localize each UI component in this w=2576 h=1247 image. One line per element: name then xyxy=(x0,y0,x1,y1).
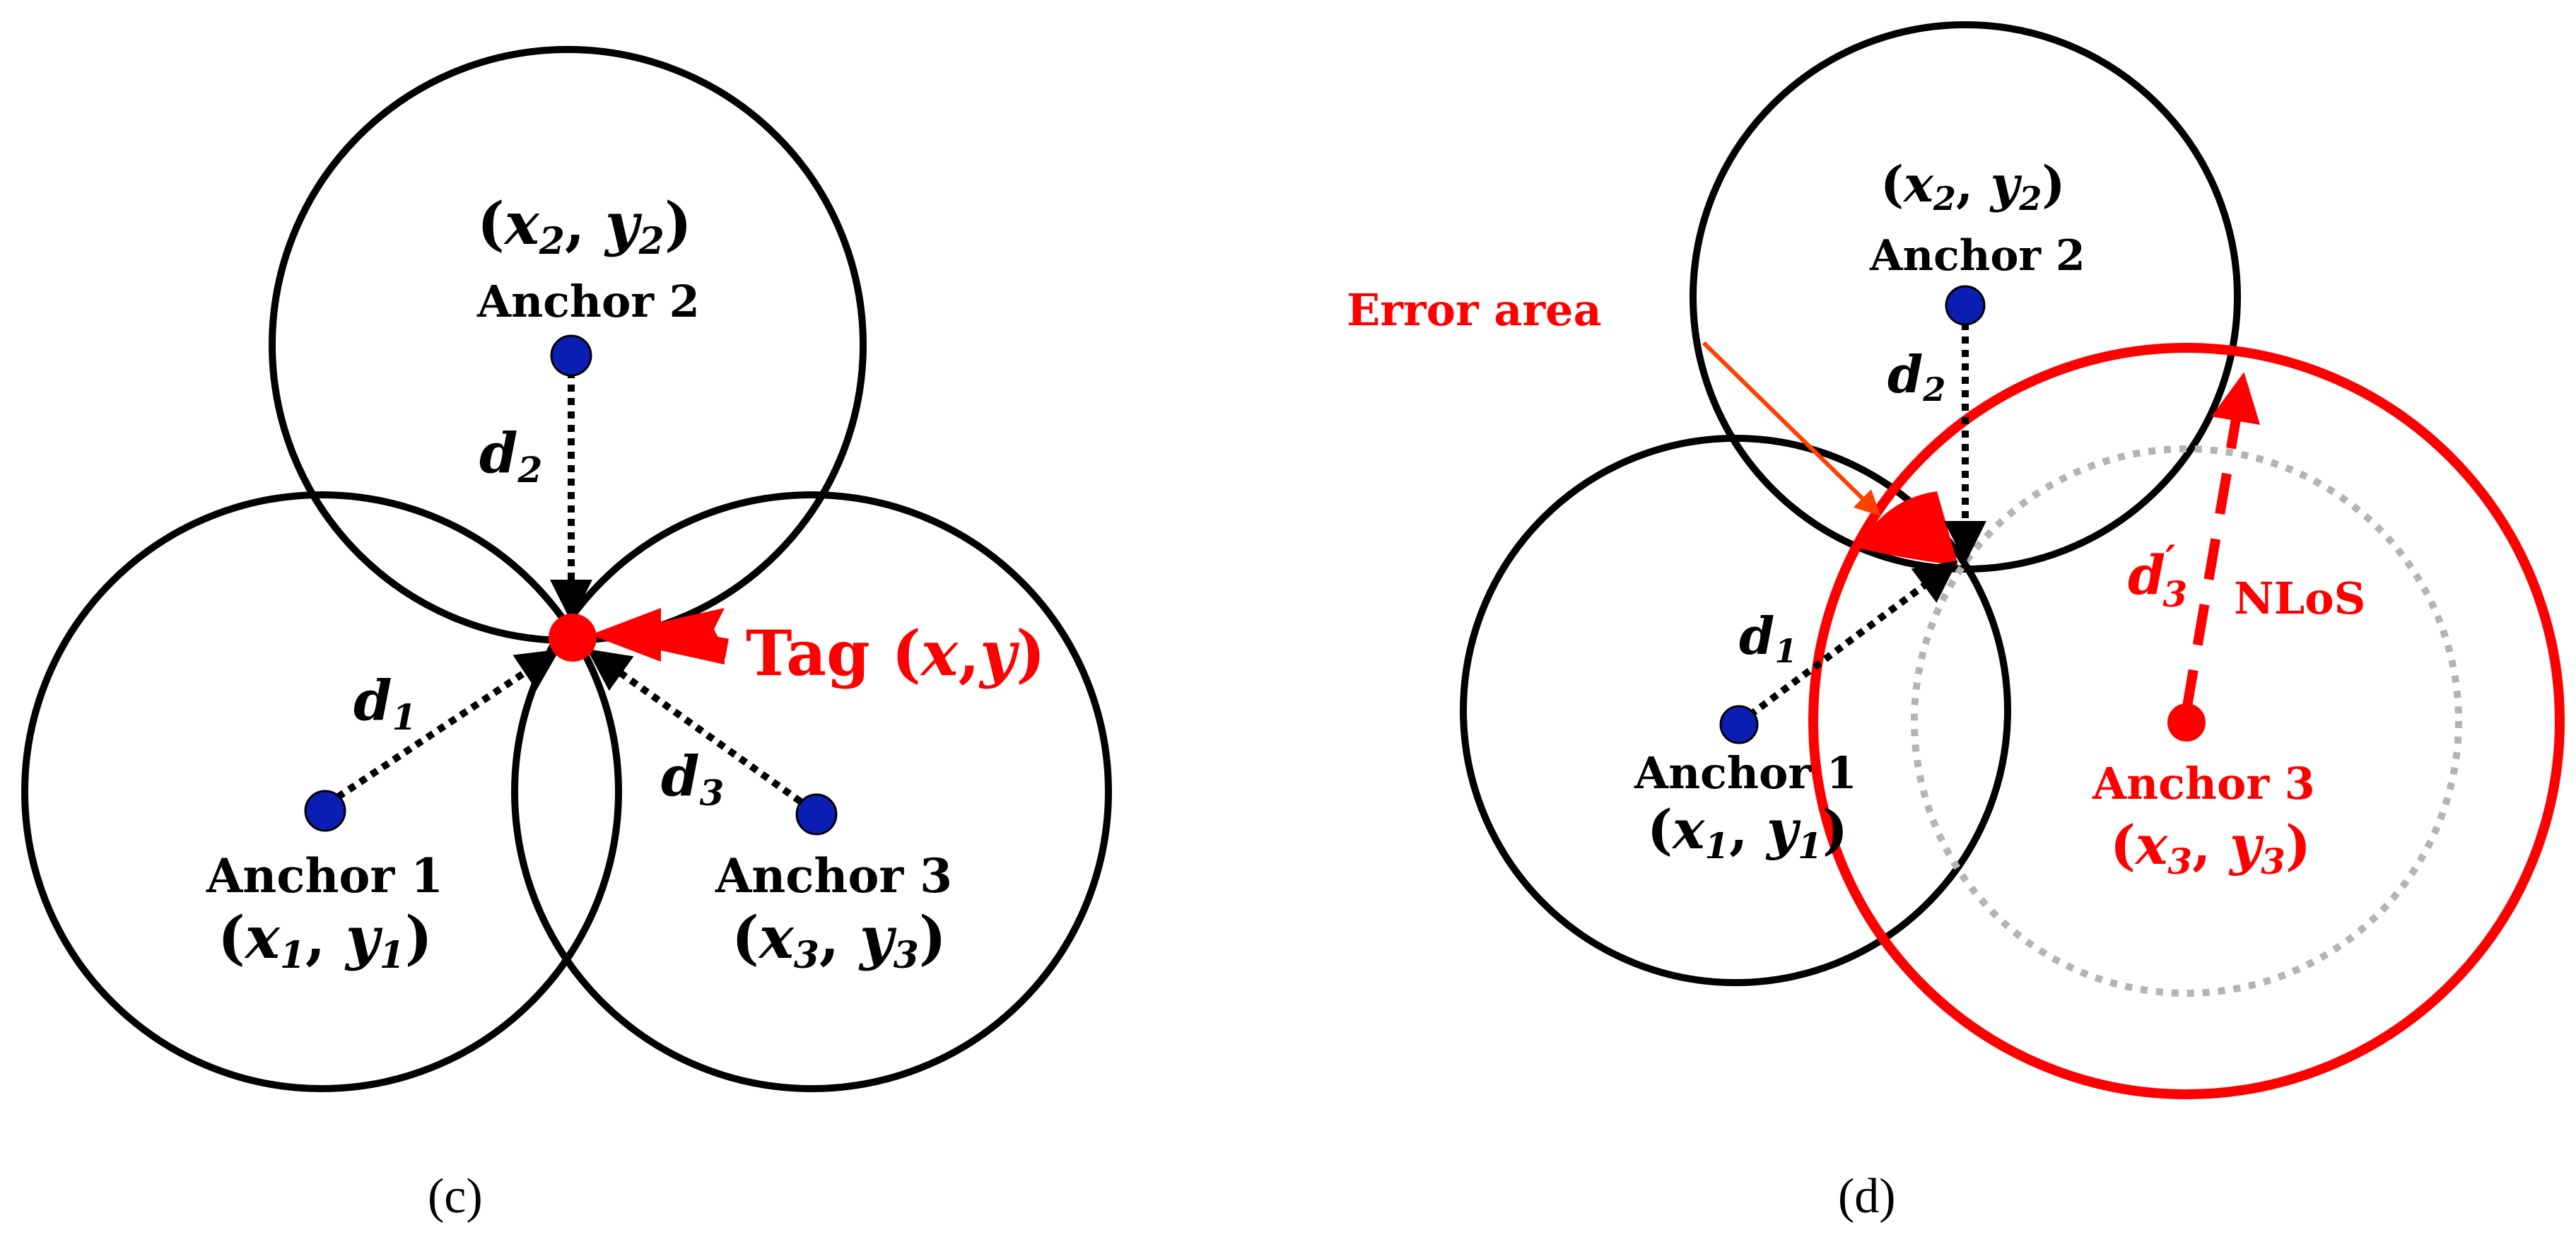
panel-c-anchor2-name: Anchor 2 xyxy=(476,276,700,327)
panel-c-anchor2-coord: (x2, y2) xyxy=(477,190,692,263)
panel-c-anchor1-dot xyxy=(304,790,346,832)
panel-c-d2-label: d2 xyxy=(479,421,542,491)
panel-d-anchor1-dot xyxy=(1719,705,1759,744)
panel-c-d1-label: d1 xyxy=(353,669,416,738)
panel-c-anchor3-range-circle xyxy=(511,491,1112,1092)
panel-d-true-range-circle xyxy=(1911,445,2462,997)
panel-c-anchor1-range-circle xyxy=(21,491,622,1092)
panel-c-anchor3-dot xyxy=(795,793,838,836)
panel-d-anchor1-name: Anchor 1 xyxy=(1634,747,1857,799)
panel-c-tag-label: Tag (x,y) xyxy=(746,616,1046,690)
panel-d-anchor2-name: Anchor 2 xyxy=(1869,231,2085,281)
panel-d-error-area xyxy=(1858,491,1958,566)
panel-d-error-area-pointer xyxy=(1702,341,1881,517)
panel-d-d2-label: d2 xyxy=(1887,344,1945,409)
panel-c-d1-line xyxy=(324,649,560,808)
panel-d-caption: (d) xyxy=(1838,1169,1896,1224)
panel-d-anchor3-coord: (x3, y3) xyxy=(2110,814,2311,882)
panel-d-anchor3-dot xyxy=(2167,703,2206,742)
panel-c-anchor3-name: Anchor 3 xyxy=(715,848,952,903)
panel-c-anchor1-coord: (x1, y1) xyxy=(218,904,433,977)
panel-d-d1-label: d1 xyxy=(1739,606,1797,670)
panel-c-anchor2-dot xyxy=(550,334,592,377)
panel-d-d1-line xyxy=(1737,560,1958,727)
panel-c-tag-dot xyxy=(549,614,597,662)
panel-d-d3prime-line xyxy=(2182,372,2261,712)
panel-d-nlos-label: NLoS xyxy=(2234,573,2365,624)
panel-c-anchor1-name: Anchor 1 xyxy=(206,848,443,903)
panel-d-anchor2-dot xyxy=(1945,285,1986,326)
panel-c-tag-arrow-shaft xyxy=(652,626,729,659)
panel-c-d3-label: d3 xyxy=(661,744,724,814)
panel-c: (x2, y2) Anchor 2 d2 d1 d3 Tag (x,y) Anc… xyxy=(21,46,1112,1224)
panel-d-d3prime-label: d′3 xyxy=(2128,537,2187,615)
panel-c-d3-line xyxy=(587,649,814,813)
panel-c-caption: (c) xyxy=(428,1169,483,1224)
panel-d-anchor3-name: Anchor 3 xyxy=(2092,758,2315,809)
panel-d-anchor2-coord: (x2, y2) xyxy=(1880,155,2065,218)
panel-d-error-area-label: Error area xyxy=(1347,284,1602,336)
panel-d-anchor1-coord: (x1, y1) xyxy=(1647,798,1848,867)
panel-c-anchor3-coord: (x3, y3) xyxy=(732,904,947,977)
panel-d: (x2, y2) Anchor 2 Error area d2 d1 d′3 N… xyxy=(1347,21,2565,1224)
panel-c-tag-arrow-head xyxy=(590,608,661,662)
panel-d-nlos-range-circle xyxy=(1808,343,2565,1099)
panel-d-anchor1-range-circle xyxy=(1460,435,2011,986)
